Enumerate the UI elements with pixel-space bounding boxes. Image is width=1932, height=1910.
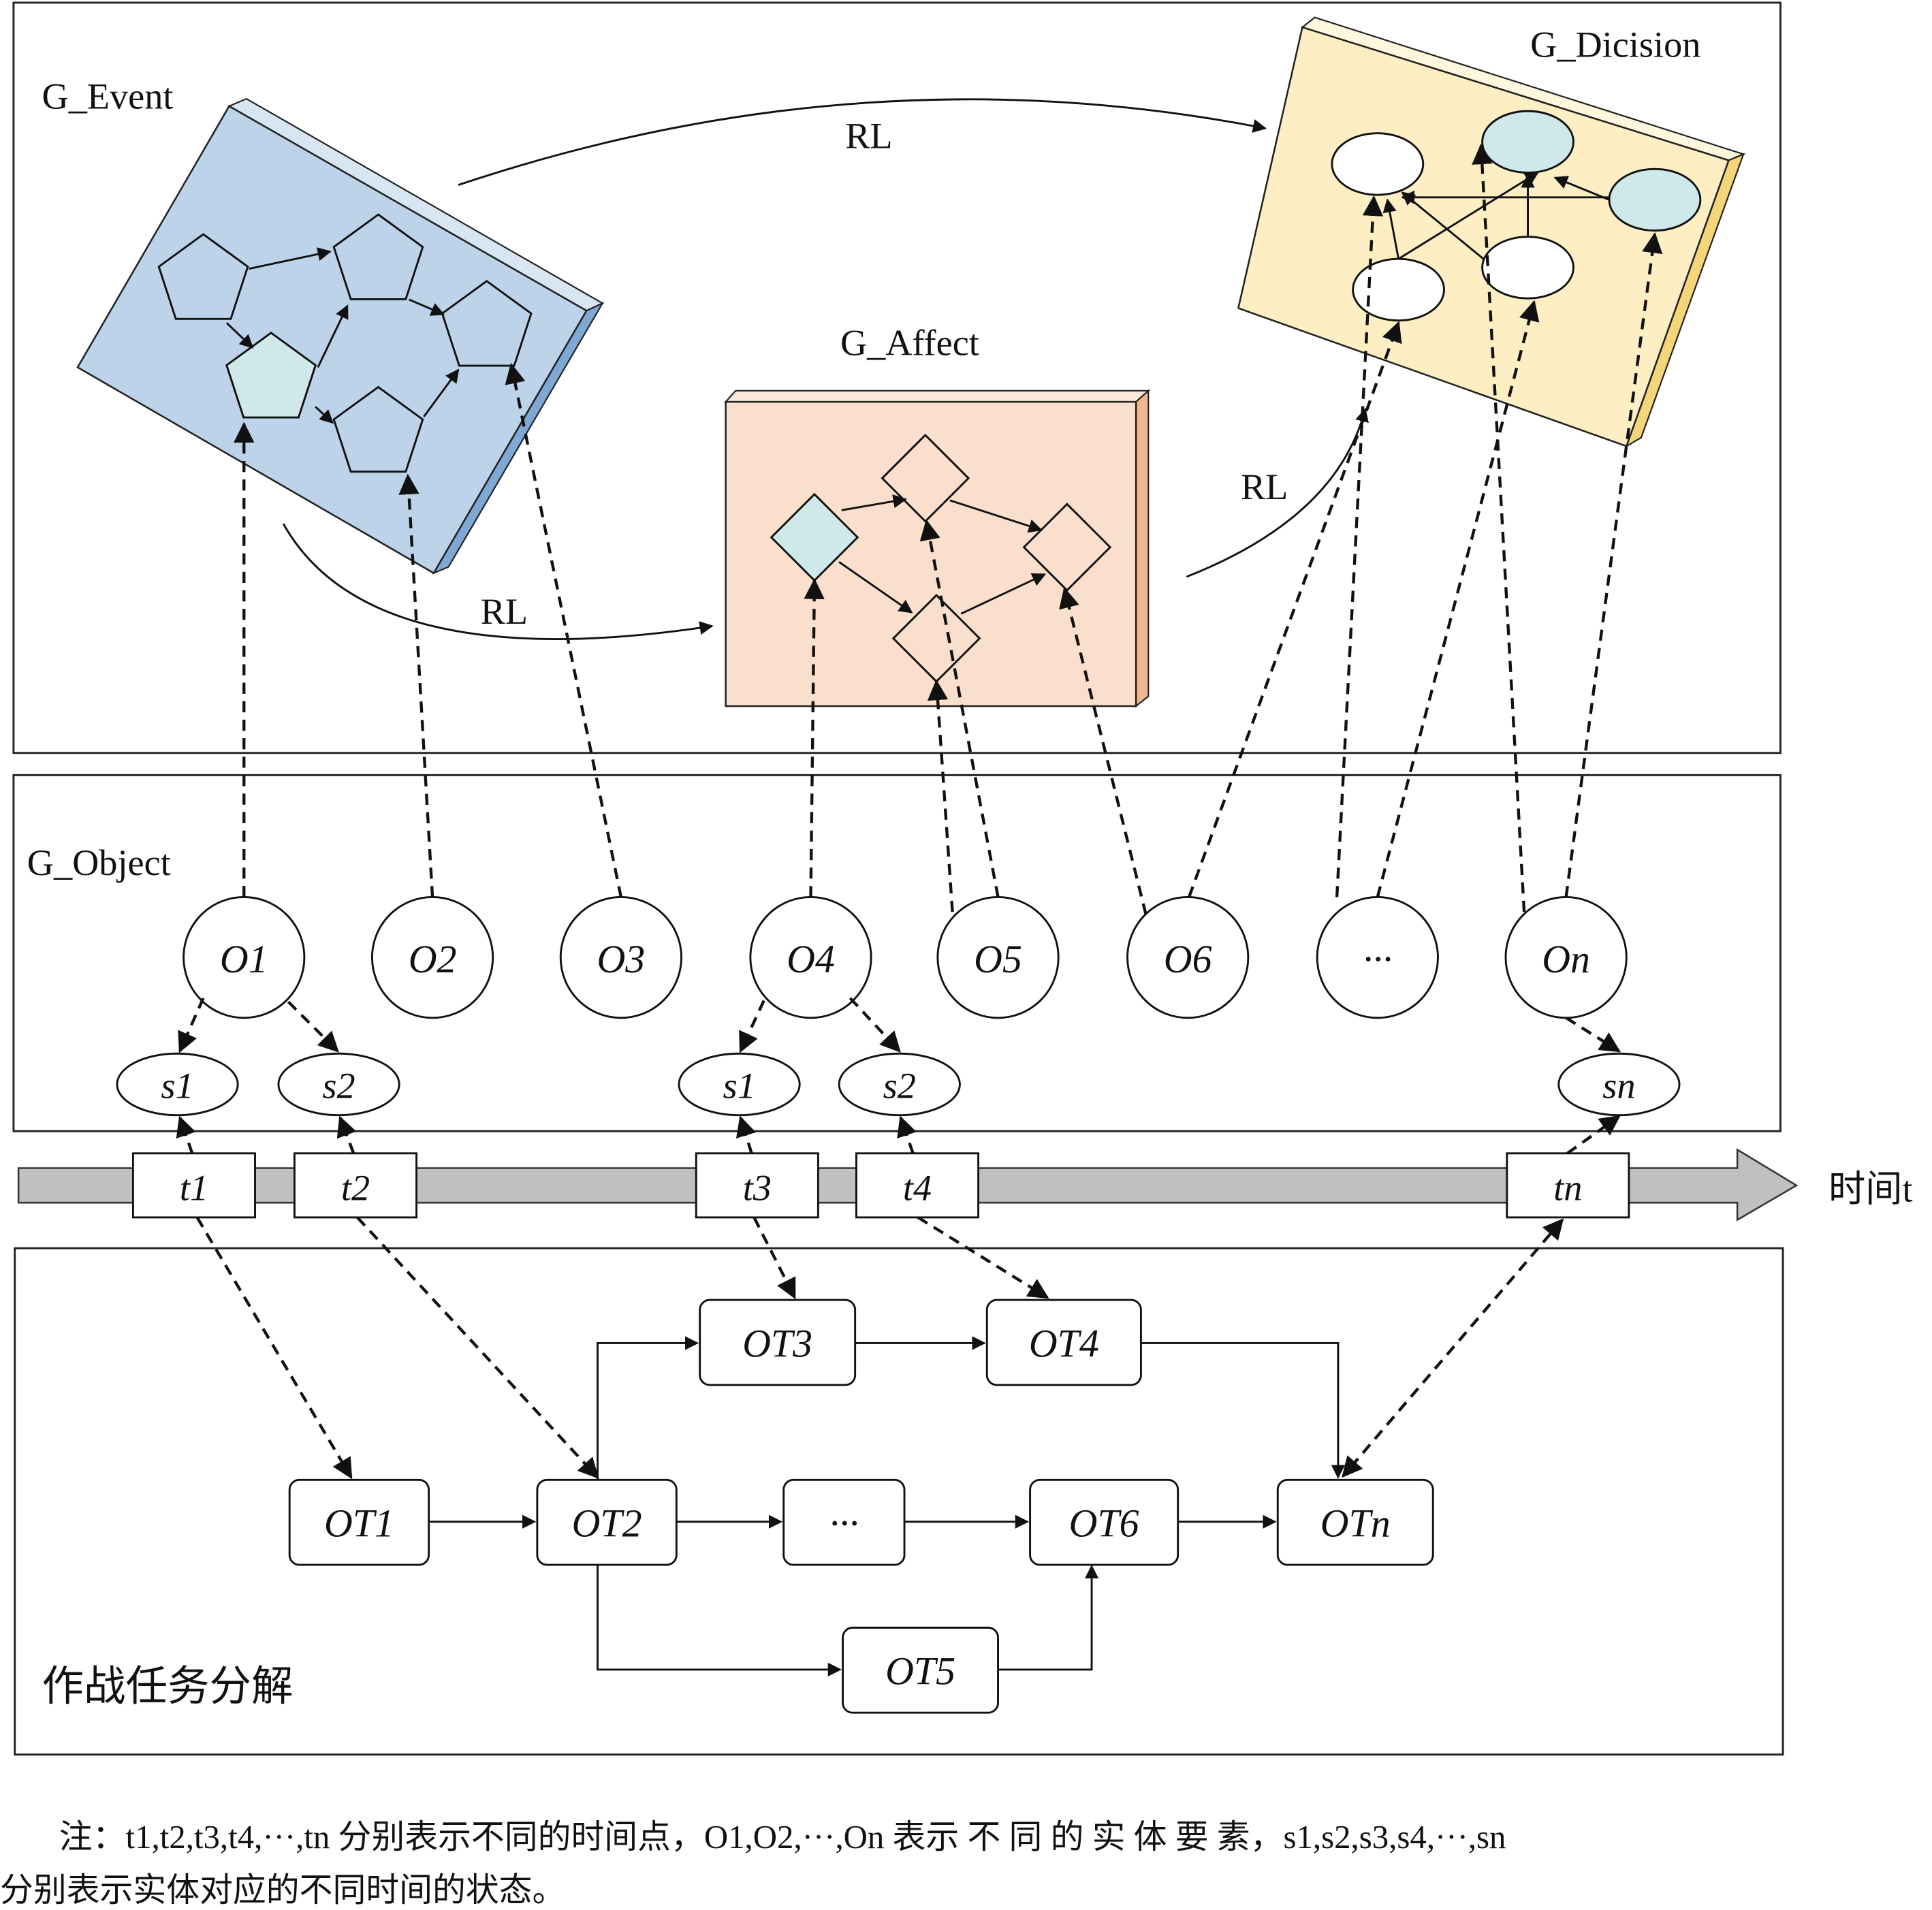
state-label: s2	[883, 1065, 916, 1106]
task-node-ot2	[536, 1478, 678, 1566]
rl-label: RL	[1241, 466, 1288, 507]
task-node-otn	[1276, 1478, 1434, 1566]
decision-graph-title: G_Dicision	[1530, 25, 1700, 65]
task-node-ellipsis	[782, 1478, 906, 1566]
task-label: OT1	[324, 1501, 394, 1545]
state-label: s2	[322, 1065, 355, 1106]
task-label: OT4	[1029, 1321, 1099, 1365]
object-label: O6	[1164, 937, 1212, 981]
decision-graph-panel	[1237, 16, 1746, 448]
time-point-label: tn	[1553, 1168, 1582, 1209]
object-label: On	[1542, 937, 1590, 981]
time-point-label: t1	[180, 1168, 208, 1209]
top-section-frame	[12, 1, 1781, 754]
state-node	[277, 1052, 400, 1117]
event-node	[225, 332, 317, 419]
time-axis-label: 时间t	[1828, 1168, 1913, 1209]
time-point-box	[131, 1152, 256, 1219]
event-edges	[225, 247, 460, 424]
state-label: sn	[1602, 1065, 1635, 1106]
event-node	[441, 280, 533, 367]
object-label: O3	[597, 937, 646, 981]
task-node-ot3	[699, 1299, 857, 1386]
object-graph-title: G_Object	[27, 842, 171, 883]
rl-arrow-event-decision	[458, 98, 1267, 187]
time-points: t1 t2 t3 t4 tn	[131, 1152, 1630, 1219]
event-nodes	[157, 213, 533, 473]
object-label: ···	[1363, 937, 1392, 981]
time-point-box	[695, 1152, 819, 1219]
time-point-box	[293, 1152, 417, 1219]
state-node	[838, 1052, 961, 1117]
mapping-lines	[176, 143, 1663, 1480]
rl-label: RL	[481, 591, 528, 632]
task-label: OTn	[1320, 1501, 1391, 1545]
state-label: s1	[723, 1065, 755, 1106]
object-nodes: O1 O2 O3 O4 O5 O6 ··· On	[183, 896, 1628, 1019]
task-section-title: 作战任务分解	[42, 1664, 294, 1710]
task-node-ot5	[842, 1626, 999, 1714]
state-label: s1	[161, 1065, 193, 1106]
time-point-box	[1506, 1152, 1630, 1219]
time-point-label: t4	[903, 1168, 932, 1209]
time-point-label: t3	[743, 1168, 772, 1209]
event-graph-title: G_Event	[42, 76, 174, 117]
rl-arrow-event-affect	[282, 523, 714, 640]
object-label: O4	[787, 937, 835, 981]
task-section-frame	[14, 1247, 1784, 1756]
affect-edges	[838, 494, 1047, 615]
time-point-box	[855, 1152, 980, 1219]
object-label: O2	[409, 937, 457, 981]
object-label: O1	[220, 937, 268, 981]
task-node-ot4	[985, 1299, 1142, 1386]
task-label: OT6	[1069, 1501, 1139, 1545]
task-label: OT2	[572, 1501, 642, 1545]
task-label: ···	[829, 1501, 859, 1545]
event-node	[332, 213, 424, 300]
state-node	[678, 1052, 801, 1117]
object-node	[1126, 896, 1250, 1019]
note-line-2: 分别表示实体对应的不同时间的状态。	[0, 1871, 565, 1909]
task-label: OT3	[742, 1321, 812, 1365]
decision-edges	[1382, 172, 1610, 260]
task-label: OT5	[885, 1649, 955, 1693]
decision-nodes	[1331, 110, 1702, 322]
event-node	[332, 385, 424, 473]
state-node	[1557, 1052, 1681, 1117]
note-line-1: 注：t1,t2,t3,t4,···,tn 分别表示不同的时间点，O1,O2,··…	[59, 1818, 1506, 1856]
task-edges	[428, 1336, 1346, 1677]
affect-graph-title: G_Affect	[840, 322, 979, 363]
state-nodes: s1 s2 s1 s2 sn	[116, 1052, 1681, 1117]
object-label: O5	[974, 937, 1022, 981]
task-node-ot6	[1029, 1478, 1179, 1566]
task-node-ot1	[288, 1478, 430, 1566]
state-node	[116, 1052, 239, 1117]
event-node	[157, 233, 249, 320]
affect-nodes	[770, 433, 1112, 683]
time-point-label: t2	[341, 1168, 370, 1209]
rl-label: RL	[845, 115, 892, 156]
